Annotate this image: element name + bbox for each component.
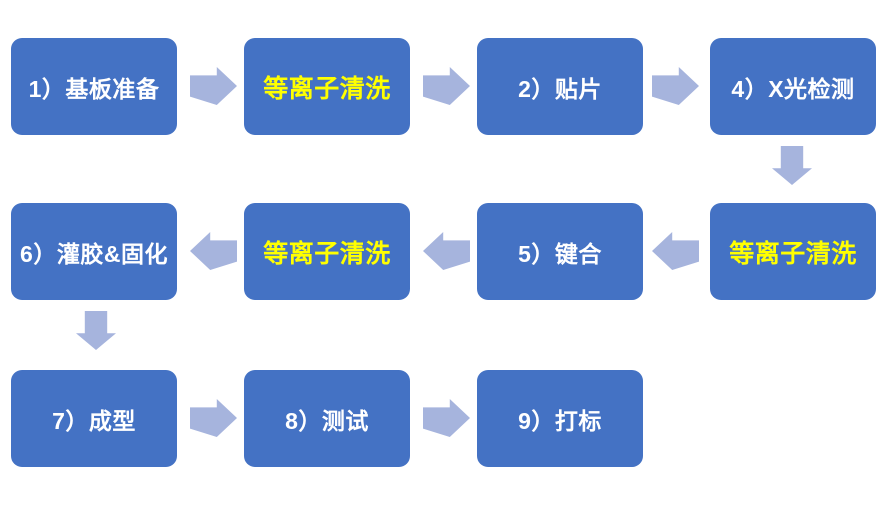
flow-node-step-6: 6）灌胶&固化 <box>11 203 177 300</box>
arrow-left-icon <box>190 232 237 270</box>
flow-node-step-9: 9）打标 <box>477 370 643 467</box>
arrow-right-icon <box>652 67 699 105</box>
flow-node-step-4: 4）X光检测 <box>710 38 876 135</box>
arrow-down-icon <box>772 146 812 185</box>
arrow-left-icon <box>652 232 699 270</box>
flow-node-plasma-clean-1: 等离子清洗 <box>244 38 410 135</box>
arrow-right-icon <box>423 399 470 437</box>
flow-node-plasma-clean-2: 等离子清洗 <box>710 203 876 300</box>
flow-node-step-1: 1）基板准备 <box>11 38 177 135</box>
flow-node-step-7: 7）成型 <box>11 370 177 467</box>
arrow-down-icon <box>76 311 116 350</box>
flow-node-plasma-clean-3: 等离子清洗 <box>244 203 410 300</box>
flow-node-step-2: 2）贴片 <box>477 38 643 135</box>
arrow-left-icon <box>423 232 470 270</box>
flow-node-step-5: 5）键合 <box>477 203 643 300</box>
flow-node-step-8: 8）测试 <box>244 370 410 467</box>
arrow-right-icon <box>190 67 237 105</box>
arrow-right-icon <box>423 67 470 105</box>
arrow-right-icon <box>190 399 237 437</box>
